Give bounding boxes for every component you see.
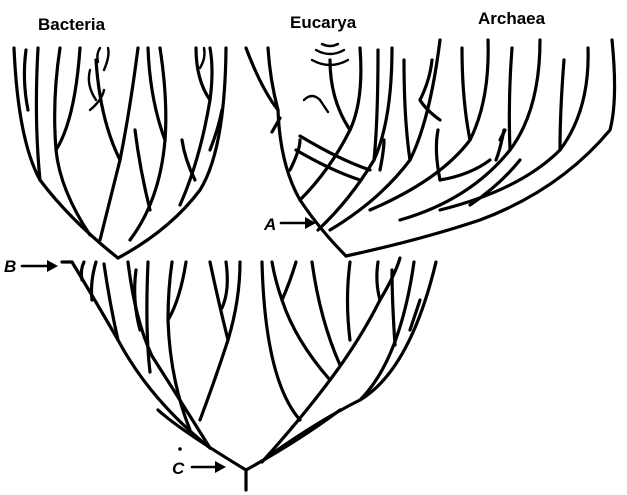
bacteria-label: Bacteria [38, 15, 106, 34]
marker-b-arrowhead [47, 260, 58, 272]
archaea-label: Archaea [478, 9, 546, 28]
ancestral-tree [62, 258, 436, 490]
marker-b-label: B [4, 257, 16, 276]
marker-b: B [4, 257, 58, 276]
eucarya-label: Eucarya [290, 13, 357, 32]
marker-c-label: C [172, 459, 185, 478]
marker-a-label: A [263, 215, 276, 234]
marker-c-dot [178, 447, 182, 451]
bacteria-clade [14, 48, 226, 258]
marker-a: A [263, 215, 316, 234]
marker-c-arrowhead [215, 461, 226, 473]
